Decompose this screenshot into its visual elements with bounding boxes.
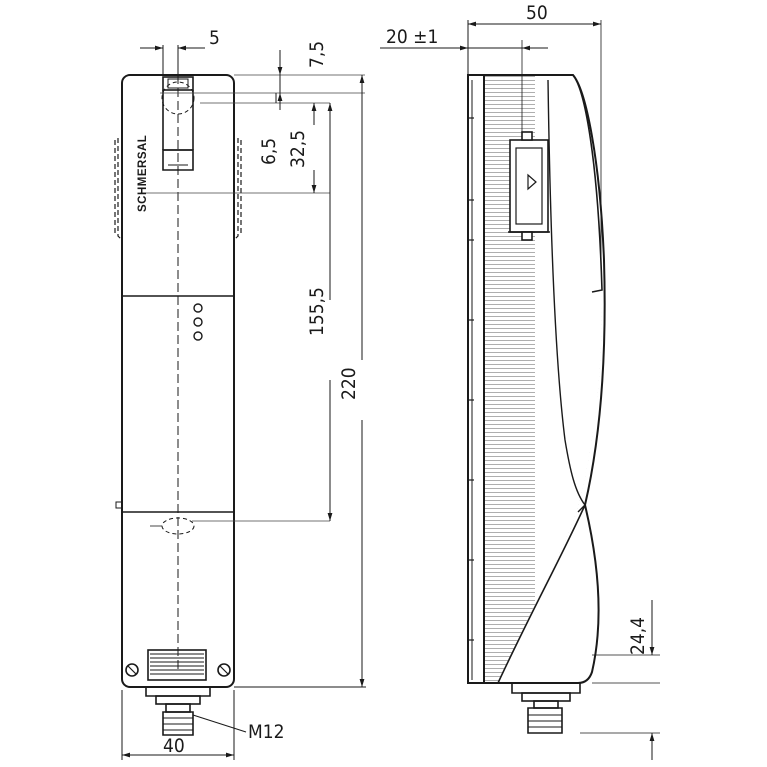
- dim-6-5: 6,5: [258, 138, 280, 165]
- base-plate: [467, 74, 485, 684]
- screw-right: [217, 663, 231, 677]
- side-outer-contour: [484, 74, 606, 684]
- side-view: [467, 74, 606, 734]
- dimension-labels: 5 7,5 6,5 32,5 155,5 220 40 M12 50 20 ±1…: [163, 2, 649, 757]
- led-indicators: [193, 303, 203, 341]
- dim-24-4: 24,4: [627, 617, 649, 655]
- dim-155-5: 155,5: [306, 287, 328, 336]
- front-view: [114, 74, 365, 736]
- dim-5: 5: [209, 27, 220, 49]
- dim-20-pm-1: 20 ±1: [386, 26, 438, 48]
- m12-connector-front: [145, 687, 211, 736]
- dim-32-5: 32,5: [287, 130, 309, 168]
- dim-m12: M12: [248, 721, 285, 743]
- dimension-annotations: [121, 20, 660, 760]
- m12-connector-side: [511, 683, 581, 734]
- dim-7-5: 7,5: [306, 41, 328, 68]
- side-inner-contour: [547, 79, 586, 506]
- led-3: [193, 331, 203, 341]
- dashed-circle-top: [161, 81, 195, 115]
- mounting-ticks: [468, 117, 474, 641]
- dashed-side-guides: [114, 138, 242, 241]
- bottom-grille: [147, 649, 207, 681]
- dim-40: 40: [163, 735, 185, 757]
- brand-logo: SCHMERSAL: [137, 135, 149, 212]
- screws: [125, 663, 231, 677]
- side-notch: [115, 501, 123, 509]
- led-1: [193, 303, 203, 313]
- led-2: [193, 317, 203, 327]
- actuator-mechanism-side: [508, 131, 550, 241]
- dim-220: 220: [338, 367, 360, 400]
- screw-left: [125, 663, 139, 677]
- dim-50: 50: [526, 2, 548, 24]
